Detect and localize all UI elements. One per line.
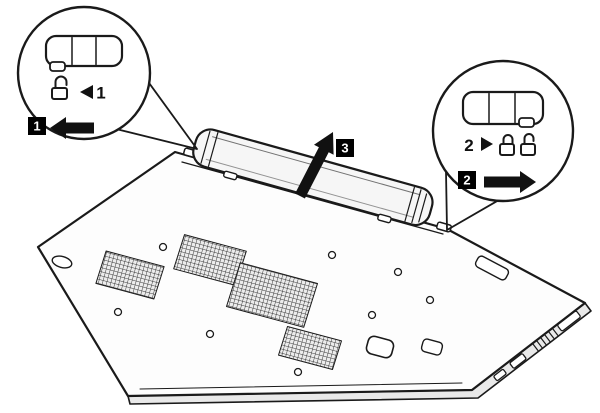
rubber-foot: [365, 335, 395, 359]
slider-direction-label: 1: [96, 84, 105, 103]
screw: [327, 250, 337, 260]
step-badge-2-label: 2: [463, 173, 470, 188]
battery-ribs-right: [404, 186, 428, 224]
small-cover: [420, 338, 444, 356]
thick-arrow-left-icon: [50, 117, 94, 139]
callout-unlock: 1 1: [16, 5, 198, 150]
slider-track: [461, 90, 545, 126]
screw-holes: [113, 242, 435, 377]
slider-knob-tab: [49, 61, 66, 72]
padlock-closed-icon: [499, 134, 515, 156]
screw: [158, 242, 168, 252]
battery-ribs-left: [200, 130, 219, 167]
padlock-body: [51, 87, 68, 100]
latch-slider-lock: [461, 90, 545, 128]
hinge-cover: [474, 255, 510, 281]
padlock-body: [499, 143, 515, 156]
padlock-shackle: [502, 134, 514, 145]
battery-tab: [223, 170, 238, 181]
vent-grid: [95, 250, 165, 300]
step-badge-1-label: 1: [33, 119, 40, 134]
padlock-body: [520, 143, 536, 156]
side-vent-grille: [532, 328, 559, 352]
laptop-bottom-view: [36, 128, 592, 405]
thick-arrow-up-icon: [295, 132, 334, 199]
screw: [393, 267, 403, 277]
step-badge-2: [458, 171, 476, 189]
callout-lock: 2 2: [431, 59, 575, 231]
battery-tab: [377, 213, 392, 224]
leader-lines: [117, 82, 198, 150]
slider-direction-label: 2: [464, 136, 473, 155]
leader-lines: [445, 170, 499, 231]
front-inset-line: [139, 382, 463, 390]
slider-knob-tab: [518, 117, 535, 128]
padlock-open-icon: [520, 133, 536, 156]
vga-port: [557, 310, 581, 332]
latch-slider-unlock: [44, 34, 124, 72]
vent-grid: [226, 262, 318, 328]
screw: [293, 367, 303, 377]
screw: [205, 329, 215, 339]
triangle-right-icon: [481, 137, 493, 151]
padlock-open-icon: [51, 75, 68, 100]
thick-arrow-right-icon: [484, 171, 536, 193]
triangle-left-icon: [80, 85, 93, 99]
vent-grid: [278, 326, 342, 370]
usb-port: [509, 353, 527, 369]
vent-grids: [95, 234, 342, 370]
step-badge-3-label: 3: [341, 141, 348, 156]
slider-dividers: [71, 36, 97, 66]
screw: [367, 310, 377, 320]
step-badge-3: [336, 139, 354, 157]
slider-track: [44, 34, 124, 68]
slider-dividers: [488, 92, 516, 124]
padlock-shackle: [54, 75, 68, 89]
screw: [425, 295, 435, 305]
padlock-shackle: [523, 133, 535, 145]
power-jack: [493, 368, 507, 382]
screw: [113, 307, 123, 317]
rubber-foot: [51, 255, 73, 269]
step-remove: 3: [295, 132, 354, 199]
step-badge-1: [28, 117, 46, 135]
